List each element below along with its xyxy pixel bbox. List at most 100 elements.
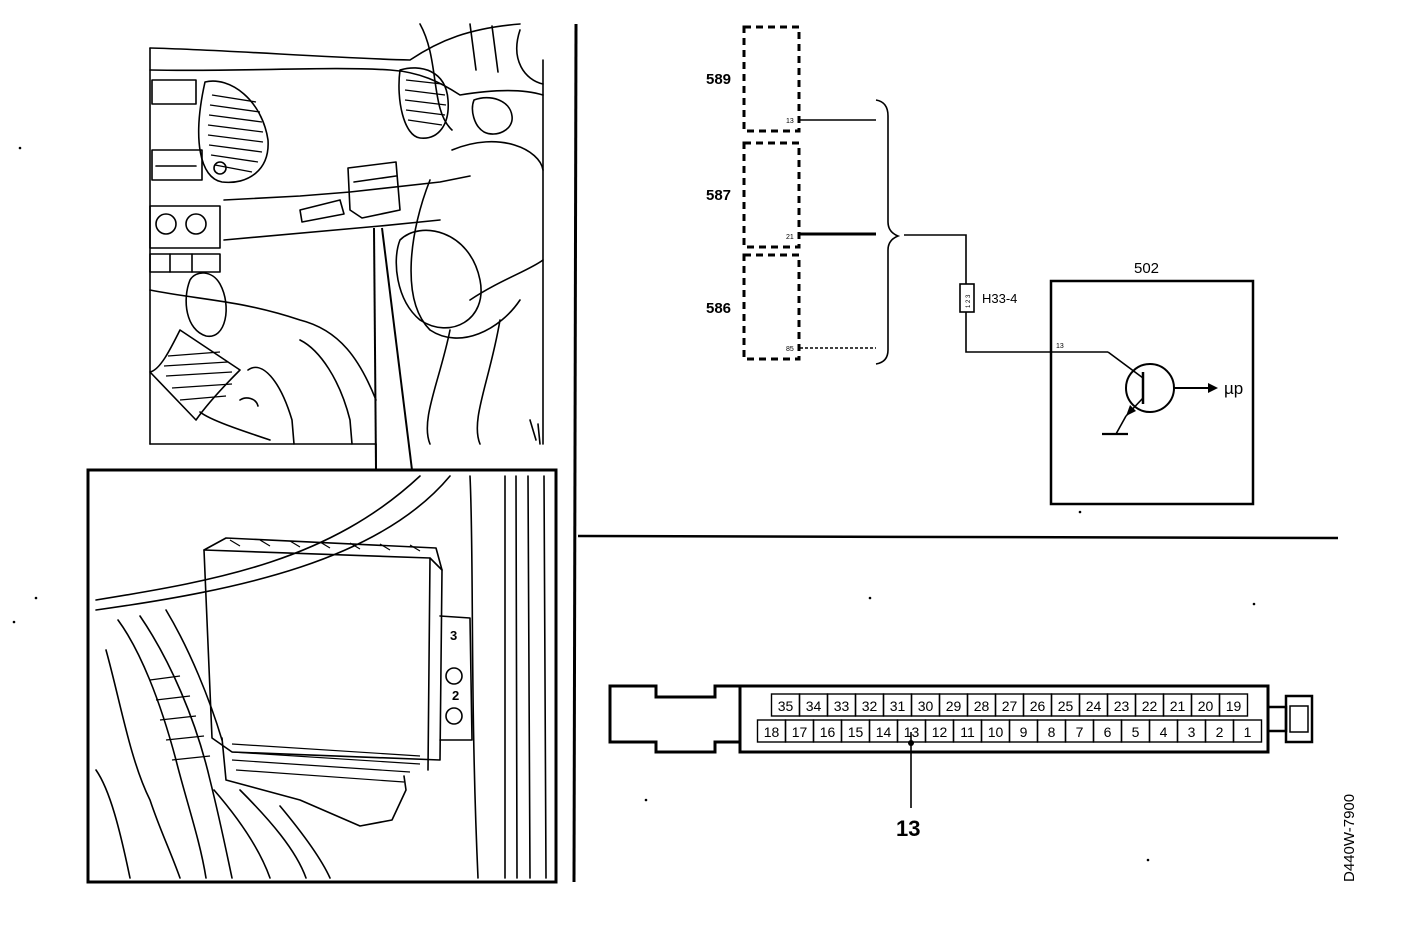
- pin-label-14: 14: [876, 724, 892, 740]
- pin-cell-32: 32: [854, 693, 885, 717]
- pin-cell-30: 30: [910, 693, 941, 717]
- pin-label-6: 6: [1104, 724, 1112, 740]
- pin-cell-16: 16: [812, 719, 843, 743]
- vertical-divider: [572, 23, 578, 883]
- pin-label-8: 8: [1048, 724, 1056, 740]
- pin-label-5: 5: [1132, 724, 1140, 740]
- pin-cell-23: 23: [1106, 693, 1137, 717]
- pin-cell-22: 22: [1134, 693, 1165, 717]
- pin-label-7: 7: [1076, 724, 1084, 740]
- bracket-mark-2: 2: [452, 688, 459, 703]
- pin-cell-24: 24: [1078, 693, 1109, 717]
- pin-label-34: 34: [806, 698, 822, 714]
- pin-label-10: 10: [988, 724, 1004, 740]
- pin-label-3: 3: [1188, 724, 1196, 740]
- pin-label-24: 24: [1086, 698, 1102, 714]
- pin-cell-33: 33: [826, 693, 857, 717]
- dashboard-illustration: [149, 23, 544, 471]
- pin-cell-8: 8: [1036, 719, 1067, 743]
- pin-cell-17: 17: [784, 719, 815, 743]
- pin-cell-28: 28: [966, 693, 997, 717]
- component-589-label: 589: [706, 71, 731, 88]
- pin-label-30: 30: [918, 698, 934, 714]
- pin-13-callout: 13: [896, 816, 920, 841]
- scan-specks: [12, 146, 1256, 862]
- pin-label-2: 2: [1216, 724, 1224, 740]
- pin-label-26: 26: [1030, 698, 1046, 714]
- connector-latch-cap: [1284, 694, 1314, 744]
- connector-latch-inner: [1289, 705, 1309, 733]
- pin-label-25: 25: [1058, 698, 1074, 714]
- component-587-label: 587: [706, 187, 731, 204]
- pin-13-dot: [908, 740, 914, 746]
- wire-brace: [875, 99, 901, 365]
- bracket-mark-3: 3: [450, 628, 457, 643]
- control-module-pin: 13: [1056, 343, 1064, 350]
- pin-label-35: 35: [778, 698, 794, 714]
- pin-cell-34: 34: [798, 693, 829, 717]
- pin-label-15: 15: [848, 724, 864, 740]
- pin-label-28: 28: [974, 698, 990, 714]
- pin-label-11: 11: [960, 724, 975, 740]
- component-589-pin: 13: [786, 118, 794, 125]
- pin-cell-11: 11: [952, 719, 983, 743]
- component-587-box: [742, 141, 801, 249]
- pin-cell-14: 14: [868, 719, 899, 743]
- pin-label-21: 21: [1170, 698, 1186, 714]
- horizontal-divider: [577, 534, 1339, 540]
- microprocessor-label: µp: [1224, 379, 1243, 398]
- pin-label-9: 9: [1020, 724, 1028, 740]
- pin-cell-3: 3: [1176, 719, 1207, 743]
- pin-cell-15: 15: [840, 719, 871, 743]
- control-module-illustration: 3 2: [95, 475, 547, 879]
- control-module-label: 502: [1134, 260, 1159, 277]
- pin-cell-29: 29: [938, 693, 969, 717]
- pin-cell-19: 19: [1218, 693, 1249, 717]
- pin-label-32: 32: [862, 698, 878, 714]
- component-587-pin: 21: [786, 234, 794, 241]
- connector-pin-marks: 1 2 3: [966, 294, 972, 308]
- pin-label-12: 12: [932, 724, 948, 740]
- component-589-box: [742, 25, 801, 133]
- pin-cell-26: 26: [1022, 693, 1053, 717]
- connector-h33-4: [959, 283, 975, 313]
- pin-cell-10: 10: [980, 719, 1011, 743]
- pin-cell-25: 25: [1050, 693, 1081, 717]
- pin-cell-31: 31: [882, 693, 913, 717]
- pin-label-31: 31: [890, 698, 906, 714]
- pin-label-33: 33: [834, 698, 850, 714]
- pin-label-1: 1: [1244, 724, 1252, 740]
- pin-cell-7: 7: [1064, 719, 1095, 743]
- component-586-pin: 85: [786, 346, 794, 353]
- pin-label-22: 22: [1142, 698, 1158, 714]
- pin-cell-35: 35: [770, 693, 801, 717]
- pin-box-19: [1218, 693, 1249, 717]
- pin-cell-27: 27: [994, 693, 1025, 717]
- connector-key-left: [608, 684, 740, 754]
- pin-cell-4: 4: [1148, 719, 1179, 743]
- wiring-schematic: 589 587 586 13 21 85 1 2 3 H33-4 502 13: [706, 25, 1255, 506]
- pin-cell-5: 5: [1120, 719, 1151, 743]
- component-586-box: [742, 253, 801, 361]
- pin-cell-12: 12: [924, 719, 955, 743]
- component-586-label: 586: [706, 300, 731, 317]
- pin-label-16: 16: [820, 724, 836, 740]
- connector-h33-4-label: H33-4: [982, 291, 1017, 306]
- pin-cell-1: 1: [1232, 719, 1263, 743]
- pin-label-4: 4: [1160, 724, 1168, 740]
- pin-box-1: [1232, 719, 1263, 743]
- connector-latch-right: [1266, 705, 1288, 733]
- pin-cell-9: 9: [1008, 719, 1039, 743]
- figure-code: D440W-7900: [1341, 794, 1358, 882]
- pin-label-20: 20: [1198, 698, 1214, 714]
- pin-label-18: 18: [764, 724, 780, 740]
- pin-label-17: 17: [792, 724, 808, 740]
- pin-cell-18: 18: [756, 719, 787, 743]
- pin-cell-21: 21: [1162, 693, 1193, 717]
- transistor-symbol: [1102, 351, 1218, 436]
- pin-cell-20: 20: [1190, 693, 1221, 717]
- pin-cell-2: 2: [1204, 719, 1235, 743]
